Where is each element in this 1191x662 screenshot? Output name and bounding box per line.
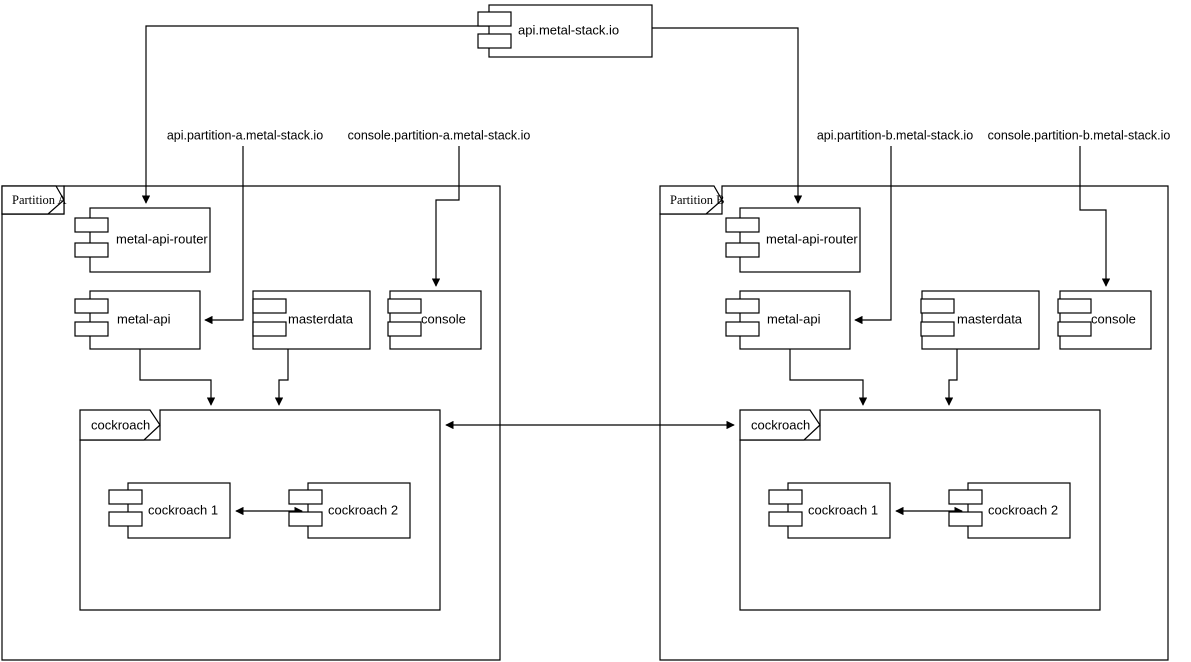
edge-label-api-partition-b: api.partition-b.metal-stack.io <box>817 128 973 142</box>
edge-masterdata-b-to-cockroach <box>944 349 958 406</box>
component-label: console <box>1091 311 1136 326</box>
edge-metalapi-a-to-cockroach <box>139 349 216 406</box>
component-label: api.metal-stack.io <box>518 22 619 37</box>
edge-apipart-b-to-metalapi <box>854 146 892 325</box>
edge-api-to-router-b <box>652 27 803 204</box>
partition-b-label: Partition B <box>670 193 725 207</box>
edge-consolepart-b-to-console <box>1079 146 1111 287</box>
cockroach-a-label: cockroach <box>91 417 150 432</box>
component-api-metal-stack-io[interactable]: api.metal-stack.io <box>477 4 653 58</box>
cockroach-b-label: cockroach <box>751 417 810 432</box>
component-masterdata-a[interactable]: masterdata <box>252 290 371 350</box>
component-console-a[interactable]: console <box>387 290 482 350</box>
component-metal-api-router-b[interactable]: metal-api-router <box>725 207 861 273</box>
edge-label-console-partition-a: console.partition-a.metal-stack.io <box>348 128 531 142</box>
component-label: masterdata <box>288 311 354 326</box>
component-metal-api-a[interactable]: metal-api <box>74 290 201 350</box>
component-metal-api-router-a[interactable]: metal-api-router <box>74 207 211 273</box>
component-label: masterdata <box>957 311 1023 326</box>
component-label: cockroach 2 <box>988 502 1058 517</box>
component-cockroach-b-2[interactable]: cockroach 2 <box>948 482 1071 539</box>
partition-a-label: Partition A <box>12 193 67 207</box>
component-label: metal-api <box>767 311 821 326</box>
component-label: cockroach 1 <box>148 502 218 517</box>
component-cockroach-a-1[interactable]: cockroach 1 <box>108 482 231 539</box>
edge-api-to-router-a <box>141 25 489 204</box>
edge-label-console-partition-b: console.partition-b.metal-stack.io <box>988 128 1171 142</box>
component-console-b[interactable]: console <box>1057 290 1152 350</box>
component-cockroach-a-2[interactable]: cockroach 2 <box>288 482 411 539</box>
component-label: metal-api-router <box>766 231 858 246</box>
component-label: cockroach 2 <box>328 502 398 517</box>
component-masterdata-b[interactable]: masterdata <box>920 290 1040 350</box>
component-label: cockroach 1 <box>808 502 878 517</box>
component-label: console <box>421 311 466 326</box>
component-label: metal-api-router <box>116 231 208 246</box>
component-metal-api-b[interactable]: metal-api <box>725 290 851 350</box>
component-label: metal-api <box>117 311 171 326</box>
edge-label-api-partition-a: api.partition-a.metal-stack.io <box>167 128 323 142</box>
edge-apipart-a-to-metalapi <box>204 146 244 325</box>
edge-metalapi-b-to-cockroach <box>789 349 868 406</box>
edge-consolepart-a-to-console <box>431 146 460 287</box>
edge-masterdata-a-to-cockroach <box>274 349 289 406</box>
component-cockroach-b-1[interactable]: cockroach 1 <box>768 482 891 539</box>
